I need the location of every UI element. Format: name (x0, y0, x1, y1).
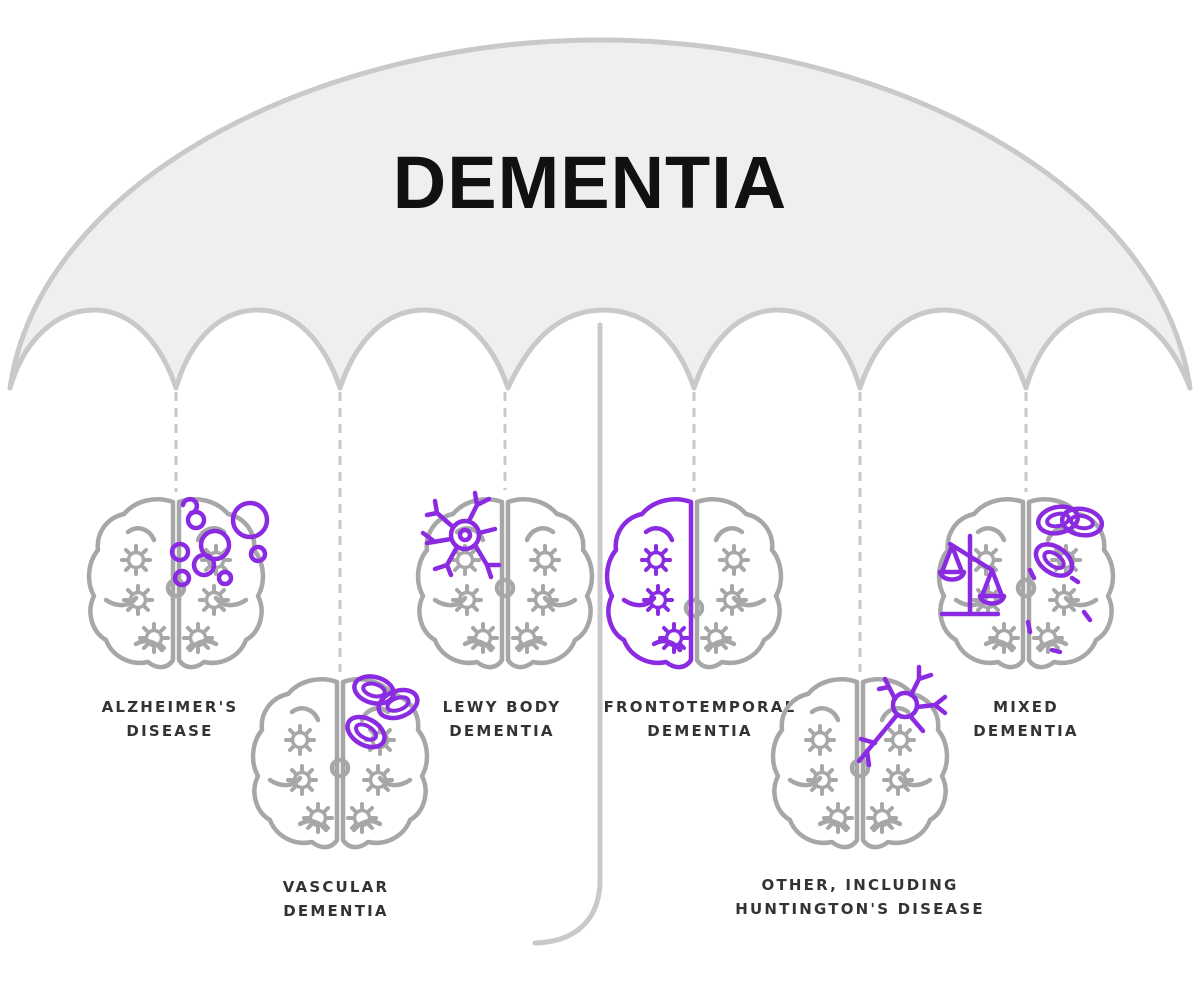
type-label-line-1: LEWY BODY (443, 698, 562, 716)
umbrella-icon (7, 37, 1193, 946)
type-frontotemporal: FRONTOTEMPORAL DEMENTIA (604, 497, 797, 740)
type-label-line-1: ALZHEIMER'S (102, 698, 239, 716)
type-label-line-1: VASCULAR (283, 878, 390, 896)
type-mixed: MIXED DEMENTIA (939, 499, 1113, 740)
brain-neuron-icon (418, 490, 592, 667)
page-title: DEMENTIA (393, 141, 787, 224)
umbrella-shaft (532, 322, 603, 946)
brain-frontal-lobe-icon (604, 497, 784, 670)
type-label-line-2: DEMENTIA (283, 902, 388, 920)
type-label-line-1: MIXED (993, 698, 1059, 716)
type-label-line-2: DEMENTIA (449, 722, 554, 740)
type-label-line-2: DEMENTIA (973, 722, 1078, 740)
type-other-huntingtons: OTHER, INCLUDING HUNTINGTON'S DISEASE (735, 664, 985, 918)
type-label-line-2: HUNTINGTON'S DISEASE (735, 900, 985, 918)
type-alzheimers: ALZHEIMER'S DISEASE (89, 496, 270, 740)
brain-blood-cells-icon (253, 672, 427, 847)
type-label-line-1: FRONTOTEMPORAL (604, 698, 797, 716)
type-vascular: VASCULAR DEMENTIA (253, 672, 427, 920)
type-label-line-2: DISEASE (126, 722, 213, 740)
type-label-line-1: OTHER, INCLUDING (762, 876, 959, 894)
umbrella-canopy (7, 37, 1193, 391)
type-label-line-2: DEMENTIA (647, 722, 752, 740)
hanger-lines (174, 392, 1028, 672)
brain-scale-cells-icon (939, 499, 1113, 667)
type-lewy-body: LEWY BODY DEMENTIA (418, 490, 592, 740)
brain-amyloid-plaques-icon (89, 496, 270, 667)
brain-neuron-axon-icon (773, 664, 947, 847)
